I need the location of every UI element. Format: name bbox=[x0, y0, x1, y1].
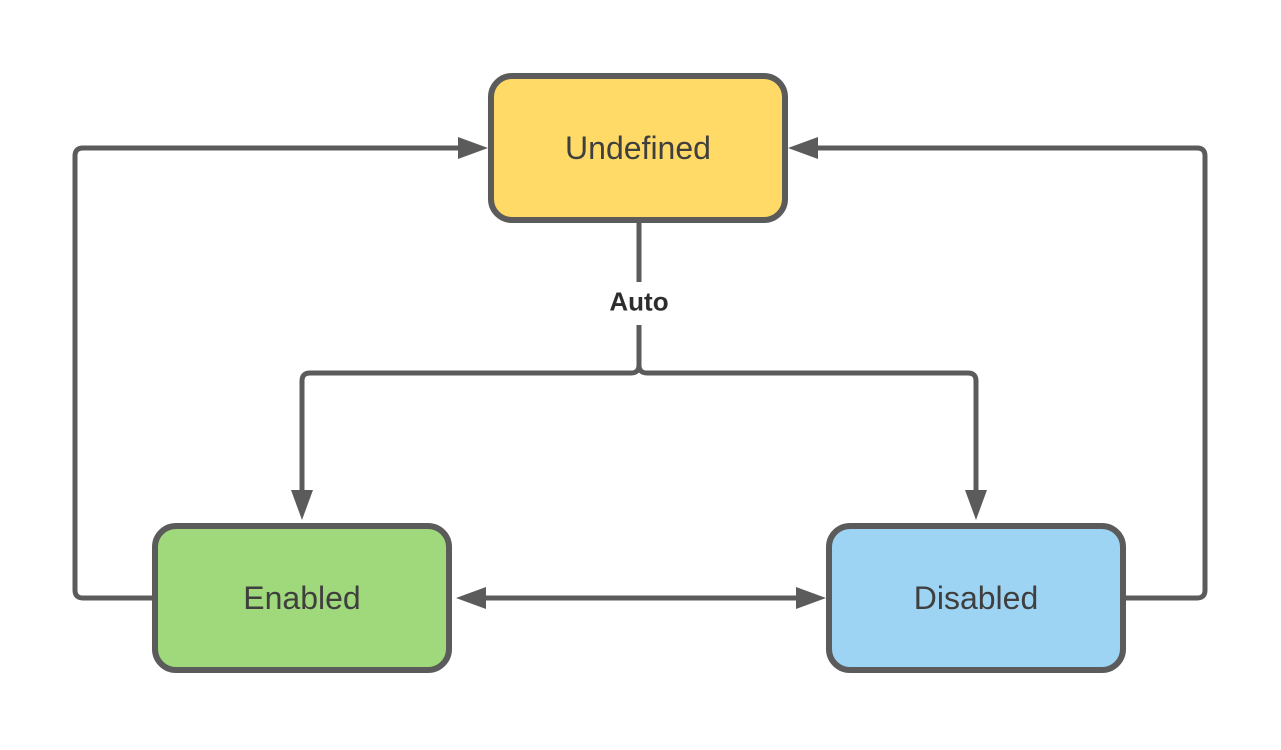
arrowhead-into-disabled-top bbox=[965, 490, 987, 520]
state-node-undefined: Undefined bbox=[488, 73, 788, 223]
state-node-disabled-label: Disabled bbox=[913, 579, 1039, 616]
edge-auto-to-enabled bbox=[291, 325, 642, 520]
edge-auto-to-disabled bbox=[636, 325, 987, 520]
state-node-enabled: Enabled bbox=[152, 523, 452, 673]
arrowhead-into-undefined-left bbox=[458, 137, 488, 159]
arrowhead-into-enabled-right bbox=[456, 587, 486, 609]
state-node-enabled-label: Enabled bbox=[243, 579, 361, 616]
arrowhead-into-disabled-left bbox=[796, 587, 826, 609]
arrowhead-into-enabled-top bbox=[291, 490, 313, 520]
edge-enabled-disabled-bidirectional bbox=[456, 587, 826, 609]
edge-label-auto: Auto bbox=[609, 286, 669, 317]
state-node-disabled: Disabled bbox=[826, 523, 1126, 673]
edge-disabled-to-undefined bbox=[788, 137, 1208, 601]
arrowhead-into-undefined-right bbox=[788, 137, 818, 159]
state-node-undefined-label: Undefined bbox=[565, 129, 711, 166]
edge-enabled-to-undefined bbox=[72, 137, 488, 601]
